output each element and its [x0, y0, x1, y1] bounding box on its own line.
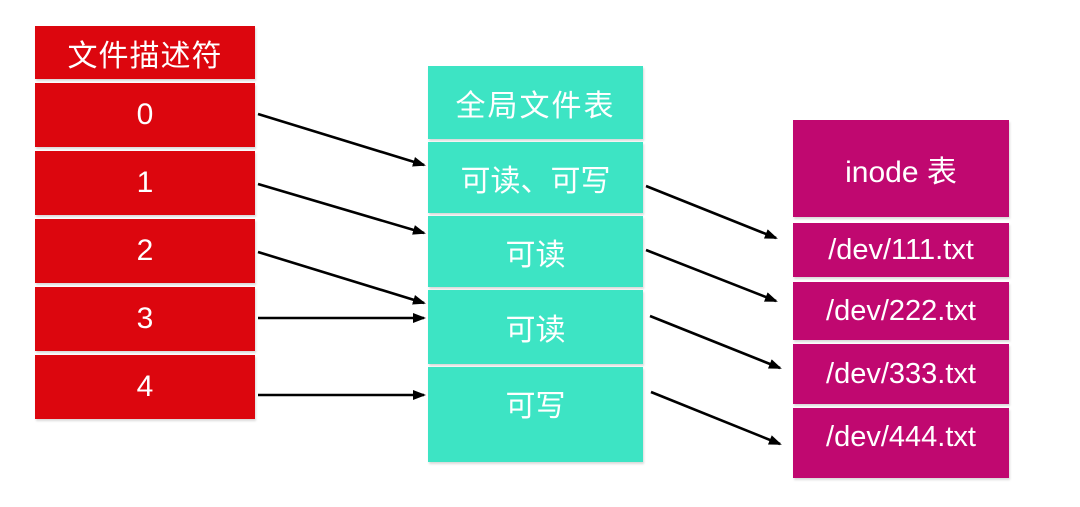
fd-table-header: 文件描述符 — [35, 26, 255, 79]
arrow-fd-row-1-to-file-entry-2 — [257, 182, 426, 235]
arrow-file-entry-2-to-inode-row-2 — [645, 248, 778, 303]
arrow-fd-row-0-to-file-entry-1 — [257, 112, 426, 167]
file-entry-2: 可读 — [428, 216, 643, 287]
inode-row-1: /dev/111.txt — [793, 223, 1009, 277]
inode-row-3: /dev/333.txt — [793, 344, 1009, 404]
arrow-file-entry-1-to-inode-row-1 — [645, 184, 778, 240]
inode-table: inode 表 /dev/111.txt /dev/222.txt /dev/3… — [793, 120, 1009, 478]
file-entry-3: 可读 — [428, 290, 643, 364]
fd-row-0: 0 — [35, 83, 255, 147]
inode-row-2: /dev/222.txt — [793, 282, 1009, 340]
file-entry-4: 可写 — [428, 367, 643, 462]
arrow-fd-row-2-to-file-entry-3 — [257, 250, 426, 305]
global-file-table-header: 全局文件表 — [428, 66, 643, 139]
inode-row-4: /dev/444.txt — [793, 408, 1009, 478]
file-entry-1: 可读、可写 — [428, 142, 643, 213]
fd-row-2: 2 — [35, 219, 255, 283]
fd-row-4: 4 — [35, 355, 255, 419]
fd-row-1: 1 — [35, 151, 255, 215]
fd-table: 文件描述符 0 1 2 3 4 — [35, 26, 255, 419]
inode-table-header: inode 表 — [793, 120, 1009, 217]
arrow-file-entry-3-to-inode-row-3 — [649, 314, 782, 370]
arrow-file-entry-4-to-inode-row-4 — [650, 390, 782, 446]
fd-row-3: 3 — [35, 287, 255, 351]
global-file-table: 全局文件表 可读、可写 可读 可读 可写 — [428, 66, 643, 462]
